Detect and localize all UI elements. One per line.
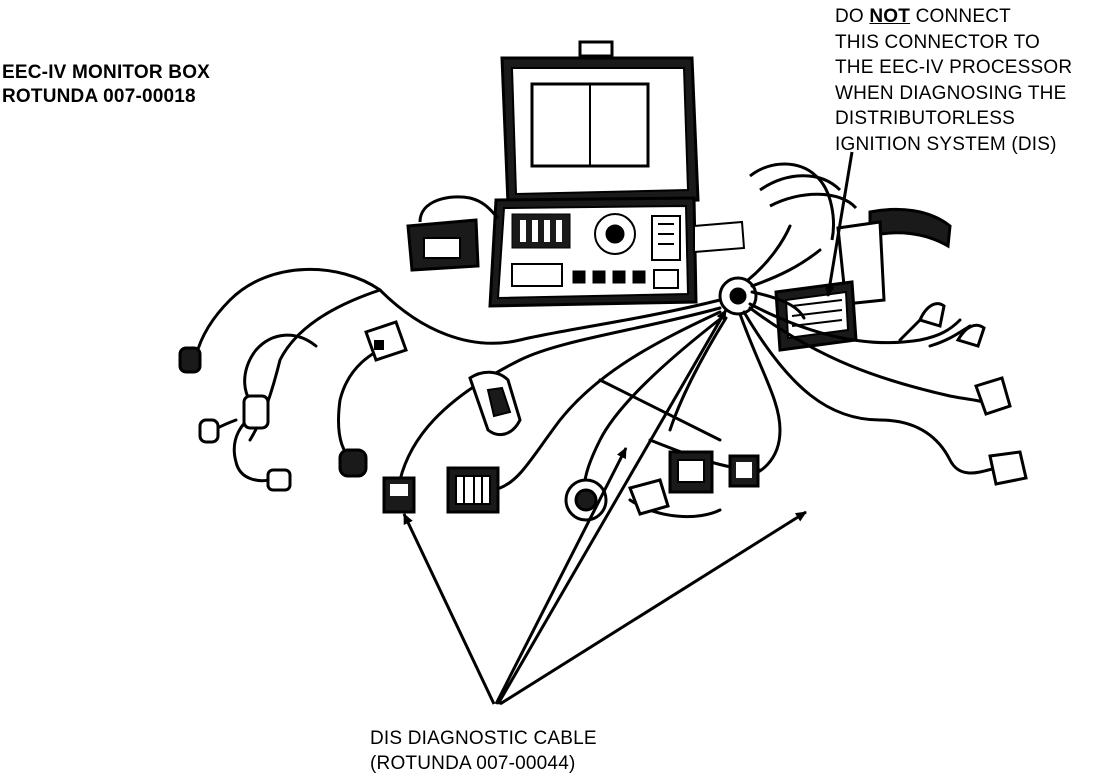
- diagnostic-cable-label: DIS DIAGNOSTIC CABLE (ROTUNDA 007-00044): [370, 726, 597, 776]
- monitor-box-label: EEC-IV MONITOR BOX ROTUNDA 007-00018: [2, 61, 210, 109]
- monitor-box: [488, 40, 746, 308]
- warning-line3: THE EEC-IV PROCESSOR: [835, 57, 1073, 78]
- warning-line6: IGNITION SYSTEM (DIS): [835, 133, 1057, 155]
- warning-arrow: [824, 151, 854, 297]
- warning-emphasis: NOT: [869, 6, 911, 27]
- warning-line1: DO NOT CONNECT: [835, 4, 1072, 30]
- warning-line1-pre: DO: [835, 6, 870, 27]
- connector-warning-label: DO NOT CONNECT THIS CONNECTOR TO THE EEC…: [835, 4, 1072, 157]
- cable-arrow-3: [496, 309, 728, 705]
- cable-leads: [194, 224, 998, 519]
- warning-line5: DISTRIBUTORLESS: [835, 108, 1016, 129]
- cable-arrow-1: [402, 513, 496, 705]
- cable-arrow-2: [494, 447, 628, 705]
- cable-label-line2: (ROTUNDA 007-00044): [370, 753, 576, 774]
- monitor-box-label-line2: ROTUNDA 007-00018: [2, 86, 196, 107]
- cable-label-line1: DIS DIAGNOSTIC CABLE: [370, 728, 597, 749]
- cable-arrow-4: [499, 510, 807, 706]
- warning-line1-post: CONNECT: [910, 6, 1011, 27]
- cable-junction: [718, 276, 758, 316]
- callout-arrows: [402, 151, 854, 706]
- monitor-box-label-line1: EEC-IV MONITOR BOX: [2, 62, 211, 83]
- warning-line4: WHEN DIAGNOSING THE: [835, 82, 1067, 104]
- warning-line2: THIS CONNECTOR TO: [835, 31, 1041, 53]
- remote-readout-unit: [406, 195, 500, 272]
